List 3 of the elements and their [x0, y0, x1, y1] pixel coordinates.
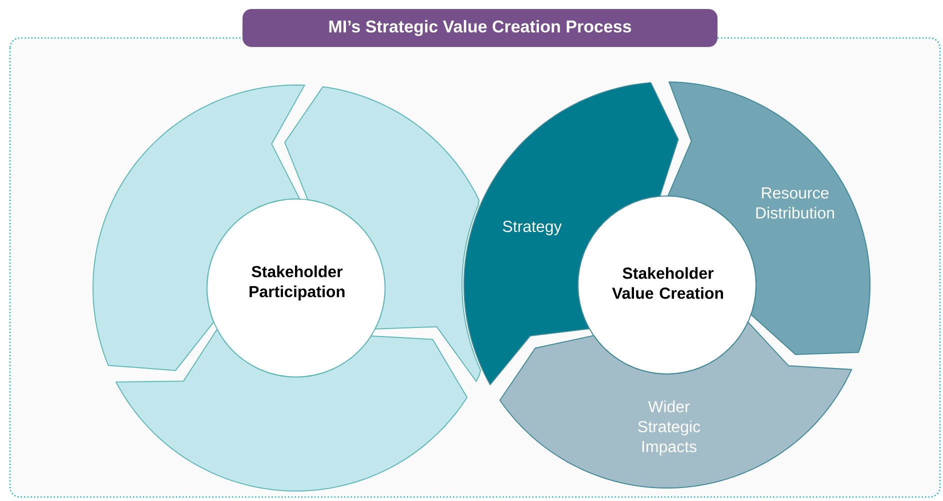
ring-segment: Wider Strategic Impacts	[499, 321, 852, 488]
ring-segment	[115, 328, 468, 492]
title-banner: MI’s Strategic Value Creation Process	[242, 9, 718, 47]
